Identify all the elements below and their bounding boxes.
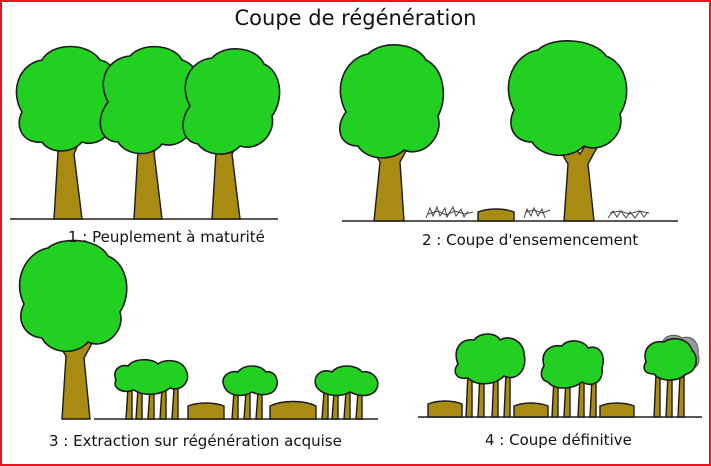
regeneration-cluster-2	[222, 365, 279, 420]
stump	[599, 402, 635, 418]
diagram-title: Coupe de régénération	[234, 6, 477, 30]
panel-4-final-cut	[418, 333, 702, 418]
stump	[187, 402, 225, 420]
panel-1-mature-stand	[10, 45, 281, 220]
panel-3-removal-cut	[18, 239, 379, 420]
young-stand-1	[454, 333, 526, 418]
stump	[427, 400, 463, 418]
panel-2-seeding-cut	[338, 40, 678, 222]
caption-panel-3: 3 : Extraction sur régénération acquise	[49, 432, 342, 450]
mature-tree-3	[182, 48, 281, 220]
mature-tree-1	[15, 45, 121, 220]
seed-tree-1	[338, 44, 445, 222]
caption-panel-1: 1 : Peuplement à maturité	[68, 228, 265, 246]
caption-panel-2: 2 : Coupe d'ensemencement	[422, 231, 639, 249]
young-stand-2	[540, 340, 604, 418]
young-stand-3	[643, 334, 700, 418]
stump	[269, 400, 317, 420]
stump	[513, 402, 549, 418]
regeneration-cluster-3	[314, 365, 379, 420]
stump	[477, 208, 515, 222]
regeneration-cluster-1	[114, 358, 189, 420]
caption-panel-4: 4 : Coupe définitive	[485, 431, 632, 449]
slash-debris	[425, 205, 650, 219]
seed-tree-2	[507, 40, 628, 222]
reserve-tree	[18, 239, 128, 420]
